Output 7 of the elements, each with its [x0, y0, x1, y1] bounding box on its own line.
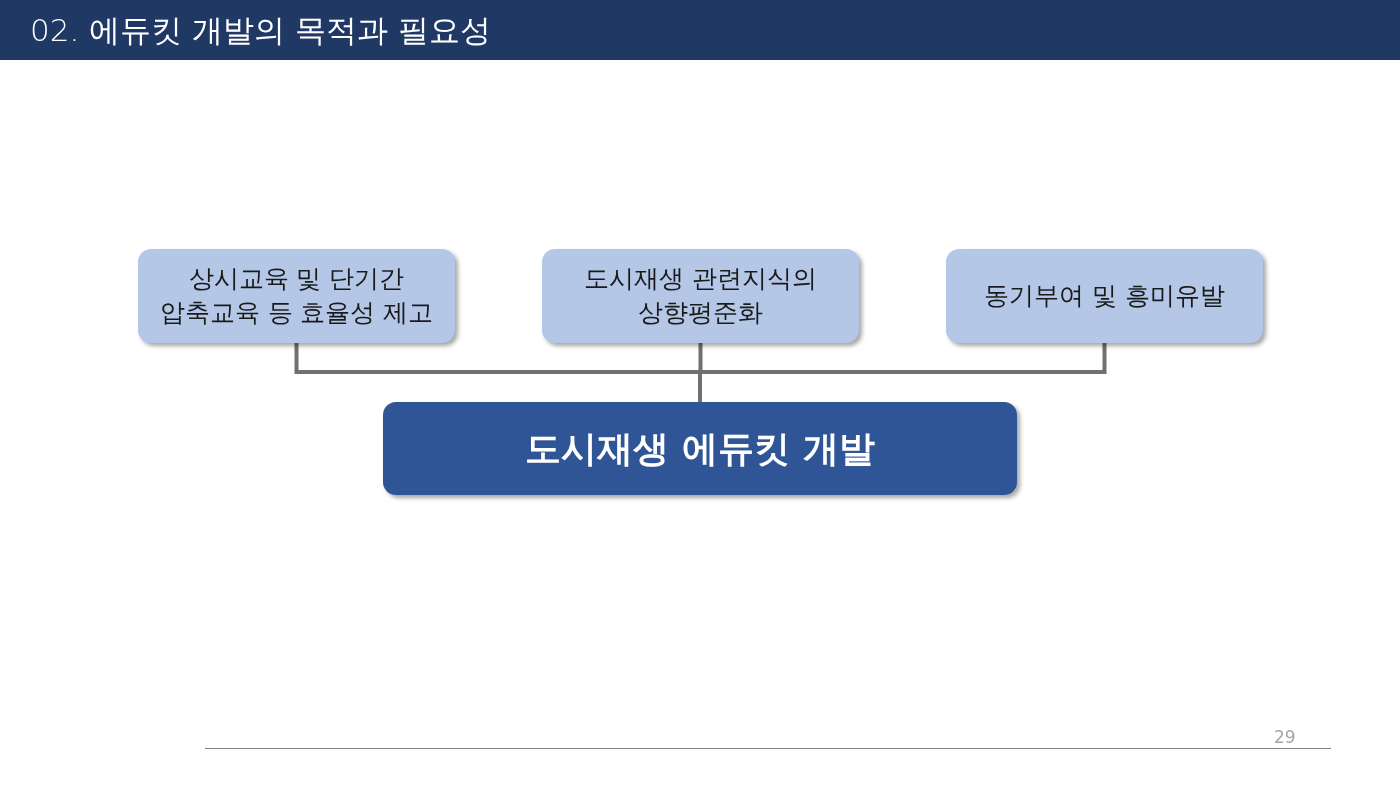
- page-title: 02. 에듀킷 개발의 목적과 필요성: [30, 11, 491, 49]
- connector-line: [698, 343, 1107, 402]
- page-number: 29: [1274, 727, 1296, 747]
- main-box: 도시재생 에듀킷 개발: [383, 402, 1017, 495]
- goal-box: 동기부여 및 흥미유발: [946, 249, 1263, 343]
- goal-box: 도시재생 관련지식의 상향평준화: [542, 249, 859, 343]
- goal-box: 상시교육 및 단기간 압축교육 등 효율성 제고: [138, 249, 455, 343]
